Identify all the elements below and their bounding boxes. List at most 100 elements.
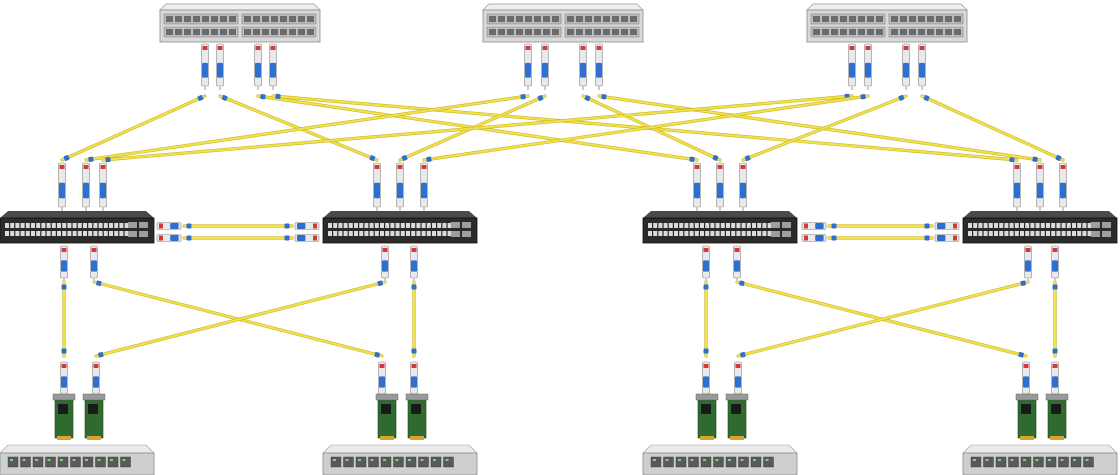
lc-connector-boot [63,154,70,161]
leaf-2-uplink-transceiver-1 [373,162,381,211]
lc-connector-boot [601,94,607,100]
server-4-nic-2 [1045,393,1069,440]
leaf-4-switch [962,211,1118,244]
fiber-spine-3-leaf-3 [741,94,908,162]
fiber-peer-leaf-1-leaf-2-2 [182,235,294,241]
server-1-nic-2 [82,393,106,440]
leaf-1-uplink-transceiver-3 [99,162,107,211]
server-1-transceiver-2 [92,361,100,398]
lc-connector-boot [186,235,192,241]
server-2-chassis [322,444,478,475]
lc-connector-boot [898,94,905,101]
lc-connector-boot [221,94,228,101]
lc-connector-boot [1032,156,1038,162]
lc-connector-boot [740,351,746,358]
leaf-4-downlink-transceiver-2 [1051,245,1059,282]
lc-connector-boot [374,351,380,358]
lc-connector-boot [275,93,281,100]
lc-connector-boot [98,351,104,358]
lc-connector-boot [712,154,719,161]
server-2-transceiver-2 [410,361,418,398]
server-2-nic-1 [375,393,399,440]
fiber-peer-leaf-3-leaf-4-2 [827,235,934,241]
spine-1-switch [159,3,321,43]
leaf-3-peer-transceiver-1 [801,222,827,230]
leaf-2-peer-transceiver-2 [294,234,320,242]
server-2-nic-2 [405,393,429,440]
server-1-chassis [0,444,155,475]
leaf-2-uplink-transceiver-2 [396,162,404,211]
leaf-1-downlink-transceiver-1 [60,245,68,282]
spine-1-transceiver-3 [254,43,262,90]
fiber-leaf-2-server-2 [411,280,417,358]
fiber-spine-3-leaf-2 [422,94,870,162]
leaf-3-uplink-transceiver-2 [716,162,724,211]
server-3-chassis [642,444,798,475]
leaf-4-peer-transceiver-1 [934,222,960,230]
spine-3-transceiver-1 [848,43,856,90]
fiber-leaf-3-server-3 [703,280,709,358]
spine-3-transceiver-3 [902,43,910,90]
lc-connector-boot [689,156,695,162]
leaf-3-downlink-transceiver-2 [733,245,741,282]
leaf-1-peer-transceiver-2 [156,234,182,242]
spine-2-transceiver-4 [595,43,603,90]
leaf-4-downlink-transceiver-1 [1024,245,1032,282]
lc-connector-boot [105,156,111,163]
server-3-transceiver-2 [734,361,742,398]
leaf-4-uplink-transceiver-2 [1036,162,1044,211]
lc-connector-boot [426,156,432,162]
lc-connector-boot [411,348,417,354]
spine-2-transceiver-3 [579,43,587,90]
lc-connector-boot [1052,348,1058,354]
lc-connector-boot [96,280,102,287]
server-3-nic-2 [725,393,749,440]
lc-connector-boot [260,94,266,100]
leaf-2-peer-transceiver-1 [294,222,320,230]
server-4-transceiver-1 [1022,361,1030,398]
spine-3-switch [806,3,968,43]
leaf-2-switch [322,211,478,244]
lc-connector-boot [1018,351,1024,358]
leaf-4-uplink-transceiver-1 [1013,162,1021,211]
server-2-transceiver-1 [378,361,386,398]
lc-connector-boot [284,223,290,229]
leaf-3-uplink-transceiver-3 [739,162,747,211]
spine-1-transceiver-4 [269,43,277,90]
server-4-chassis [962,444,1118,475]
lc-connector-boot [61,348,67,354]
spine-3-transceiver-2 [864,43,872,90]
lc-connector-boot [924,235,930,241]
fiber-leaf-4-server-3 [736,280,1030,358]
leaf-2-downlink-transceiver-2 [410,245,418,282]
leaf-3-uplink-transceiver-1 [693,162,701,211]
lc-connector-boot [924,223,930,229]
server-3-nic-1 [695,393,719,440]
lc-connector-boot [703,348,709,354]
server-1-nic-1 [52,393,76,440]
server-4-transceiver-2 [1051,361,1059,398]
lc-connector-boot [831,235,837,241]
spine-1-transceiver-2 [216,43,224,90]
lc-connector-boot [369,155,376,162]
fiber-cable-layer [60,93,1065,358]
fiber-peer-leaf-3-leaf-4-1 [827,223,934,229]
fiber-leaf-2-server-1 [94,280,387,358]
lc-connector-boot [1020,280,1026,287]
lc-connector-boot [88,156,94,162]
lc-connector-boot [1055,154,1062,161]
lc-connector-boot [923,95,930,102]
fiber-peer-leaf-1-leaf-2-1 [182,223,294,229]
leaf-1-uplink-transceiver-2 [82,162,90,211]
lc-connector-boot [401,155,408,161]
lc-connector-boot [860,94,866,100]
spine-2-transceiver-2 [541,43,549,90]
leaf-2-uplink-transceiver-3 [420,162,428,211]
lc-connector-boot [537,95,544,101]
lc-connector-boot [186,223,192,229]
lc-connector-boot [703,284,709,290]
lc-connector-boot [744,155,751,162]
leaf-3-peer-transceiver-2 [801,234,827,242]
fiber-spine-2-leaf-1 [84,94,530,162]
